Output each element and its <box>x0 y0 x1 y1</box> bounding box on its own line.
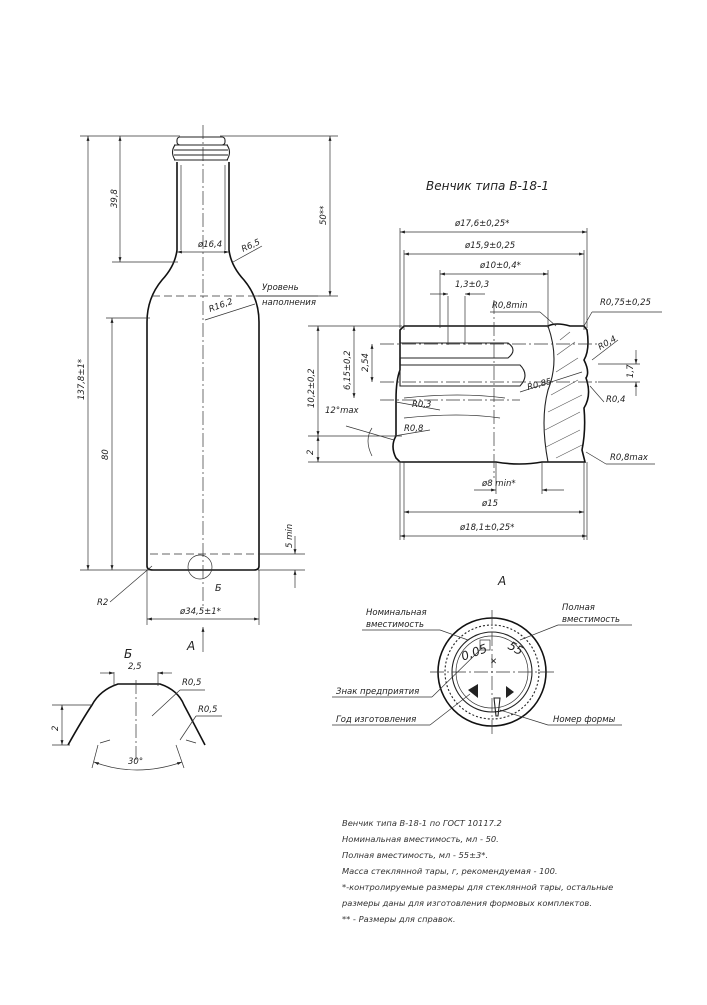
fill-level-label-1: Уровень <box>262 283 299 293</box>
finish-outline <box>392 323 590 465</box>
dim-d16-4: ø16,4 <box>197 240 222 250</box>
dim-r08max: R0,8max <box>610 453 649 463</box>
mold-mark-icon <box>506 686 514 698</box>
note-line-5: *-контролируемые размеры для стеклянной … <box>342 882 613 892</box>
detail-b-r0-5a: R0,5 <box>182 678 201 688</box>
detail-b-title: Б <box>124 647 132 661</box>
label-nominal-1: Номинальная <box>366 608 427 618</box>
dim-r2: R2 <box>97 598 108 608</box>
mark-full-value: 55 <box>505 638 525 658</box>
detail-b-profile <box>67 683 206 746</box>
dim-5min: 5 min <box>285 524 295 548</box>
note-line-4: Масса стеклянной тары, г, рекомендуемая … <box>342 866 558 876</box>
dim-r0-8: R0,8 <box>404 424 424 434</box>
detail-b-mark: Б <box>215 583 222 594</box>
dim-ang12: 12°max <box>325 406 360 416</box>
dim-h2-54: 2,54 <box>361 353 371 372</box>
detail-b-h2: 2 <box>51 726 61 731</box>
dim-h1-7: 1,7 <box>626 364 636 378</box>
label-mold: Номер формы <box>553 715 616 725</box>
note-line-6: размеры даны для изготовления формовых к… <box>341 898 592 908</box>
dim-h10-2: 10,2±0,2 <box>307 368 317 408</box>
view-a-arrow: А <box>186 639 195 653</box>
bottle-view: Б 39,8 50** 137,8±1* 80 ø16,4 R6,5 R16,2… <box>77 125 338 653</box>
fill-level-label-2: наполнения <box>262 298 316 308</box>
neck-finish <box>171 136 231 161</box>
note-line-3: Полная вместимость, мл - 55±3*. <box>342 850 488 860</box>
dim-d34-5: ø34,5±1* <box>179 607 221 617</box>
dim-h2: 2 <box>306 450 316 455</box>
dim-50: 50** <box>319 206 329 225</box>
detail-b-ang30: 30° <box>128 757 143 767</box>
dim-d15-9: ø15,9±0,25 <box>464 241 515 251</box>
dim-d15: ø15 <box>481 499 498 509</box>
year-mark-icon <box>468 684 478 698</box>
detail-b-w2-5: 2,5 <box>128 662 142 672</box>
dim-39-8: 39,8 <box>110 188 120 208</box>
view-a-title: А <box>497 574 506 588</box>
mold-number-marker <box>493 697 501 717</box>
note-line-7: ** - Размеры для справок. <box>342 914 456 924</box>
finish-view: Венчик типа В-18-1 ø17,6±0,25* ø15,9±0,2… <box>306 179 662 540</box>
label-maker: Знак предприятия <box>336 687 419 697</box>
dim-w1-3: 1,3±0,3 <box>455 280 489 290</box>
dim-d18-1: ø18,1±0,25* <box>459 523 514 533</box>
dim-d17-6: ø17,6±0,25* <box>454 219 509 229</box>
label-full-1: Полная <box>562 603 595 613</box>
label-year: Год изготовления <box>336 715 416 725</box>
label-full-2: вместимость <box>562 615 620 625</box>
mark-nominal-value: 0,05 <box>459 641 489 663</box>
dim-80: 80 <box>101 449 111 460</box>
notes-block: Венчик типа В-18-1 по ГОСТ 10117.2 Номин… <box>341 818 613 924</box>
bottle-outline <box>146 162 260 571</box>
dim-r0-85: R0,85 <box>526 377 553 393</box>
dim-d10: ø10±0,4* <box>479 261 521 271</box>
finish-title: Венчик типа В-18-1 <box>426 179 549 193</box>
detail-b-circle <box>187 554 213 580</box>
dim-137-8: 137,8±1* <box>77 359 87 400</box>
dim-r0-3: R0,3 <box>412 400 431 410</box>
dim-r0-4b: R0,4 <box>606 395 625 405</box>
view-a: А 0,05 55 ✕ Номинальная вместимость Полн… <box>332 574 632 734</box>
dim-r0-4a: R0,4 <box>597 334 619 352</box>
dim-r08min: R0,8min <box>492 301 527 311</box>
maker-mark-icon <box>479 639 491 651</box>
dim-r075: R0,75±0,25 <box>600 298 651 308</box>
detail-b-view: Б 2,5 2 R0,5 R0,5 30° <box>51 647 222 771</box>
note-line-1: Венчик типа В-18-1 по ГОСТ 10117.2 <box>342 818 502 828</box>
detail-b-r0-5b: R0,5 <box>198 705 217 715</box>
note-line-2: Номинальная вместимость, мл - 50. <box>342 834 499 844</box>
dim-h6-15: 6,15±0,2 <box>343 350 353 390</box>
dim-d8min: ø8 min* <box>481 479 516 489</box>
svg-text:✕: ✕ <box>490 657 497 667</box>
label-nominal-2: вместимость <box>366 620 424 630</box>
